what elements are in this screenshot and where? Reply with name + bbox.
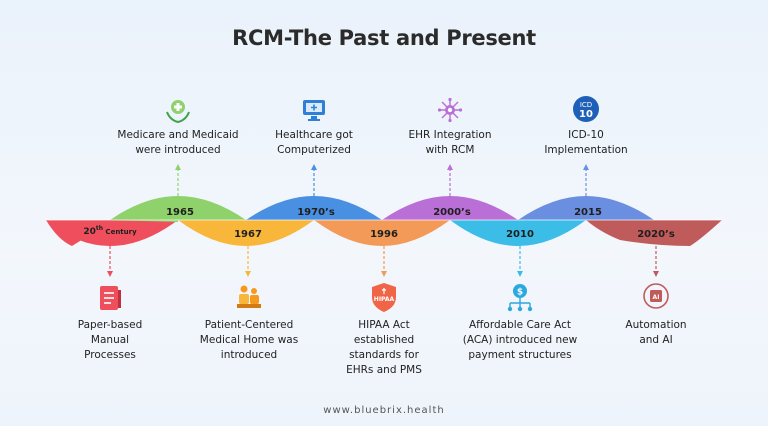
patient-doctor-icon — [237, 285, 261, 308]
footer-url: www.bluebrix.health — [323, 405, 445, 416]
year-label-1996: 1996 — [370, 229, 398, 240]
connector-20th-century — [107, 271, 113, 277]
ribbon-segment-2010 — [450, 220, 586, 246]
hands-medical-cross-icon — [166, 100, 190, 124]
year-label-1967: 1967 — [234, 229, 262, 240]
event-label-1970s: Healthcare got Computerized — [275, 129, 353, 156]
ribbon-segment-2015 — [518, 196, 654, 220]
connector-2020s — [653, 271, 659, 277]
year-label-1965: 1965 — [166, 207, 194, 218]
event-label-2015: ICD-10 Implementation — [544, 129, 628, 156]
network-integration-icon — [437, 97, 463, 123]
ai-chip-icon: AI — [643, 283, 669, 309]
svg-text:$: $ — [517, 288, 523, 298]
ribbon-segment-1967 — [178, 220, 314, 246]
year-label-1970s: 1970’s — [297, 207, 335, 218]
year-label-2020s: 2020’s — [637, 229, 675, 240]
ribbon-segment-1970s — [246, 196, 382, 220]
paper-document-icon — [100, 286, 121, 310]
year-label-2015: 2015 — [574, 207, 602, 218]
event-label-1965: Medicare and Medicaid were introduced — [117, 129, 239, 156]
event-label-1967: Patient-Centered Medical Home was introd… — [199, 319, 299, 361]
ribbon-segment-2020s — [586, 220, 722, 246]
connector-2010 — [517, 271, 523, 277]
year-label-20th-century: 20th Century — [83, 225, 137, 237]
event-label-1996: HIPAA Act established standards for EHRs… — [346, 319, 422, 376]
computer-monitor-icon — [303, 100, 325, 121]
svg-text:ICD: ICD — [580, 101, 592, 109]
svg-text:AI: AI — [653, 294, 660, 301]
connector-1967 — [245, 271, 251, 277]
ribbon-segment-2000s — [382, 196, 518, 220]
event-label-2010: Affordable Care Act (ACA) introduced new… — [462, 319, 578, 361]
page-title: RCM-The Past and Present — [232, 26, 536, 50]
hipaa-shield-icon: HIPAA — [372, 283, 396, 312]
event-label-2020s: Automation and AI — [625, 319, 687, 346]
year-label-2010: 2010 — [506, 229, 534, 240]
connector-1996 — [381, 271, 387, 277]
svg-text:10: 10 — [579, 109, 593, 120]
event-label-20th-century: Paper-based Manual Processes — [77, 319, 143, 361]
icd10-badge-icon: ICD 10 — [573, 96, 599, 122]
year-label-2000s: 2000’s — [433, 207, 471, 218]
event-label-2000s: EHR Integration with RCM — [408, 129, 492, 156]
ribbon-segment-1965 — [110, 196, 246, 220]
svg-text:HIPAA: HIPAA — [374, 296, 395, 303]
dollar-network-icon: $ — [507, 284, 533, 312]
ribbon-segment-1996 — [314, 220, 450, 246]
